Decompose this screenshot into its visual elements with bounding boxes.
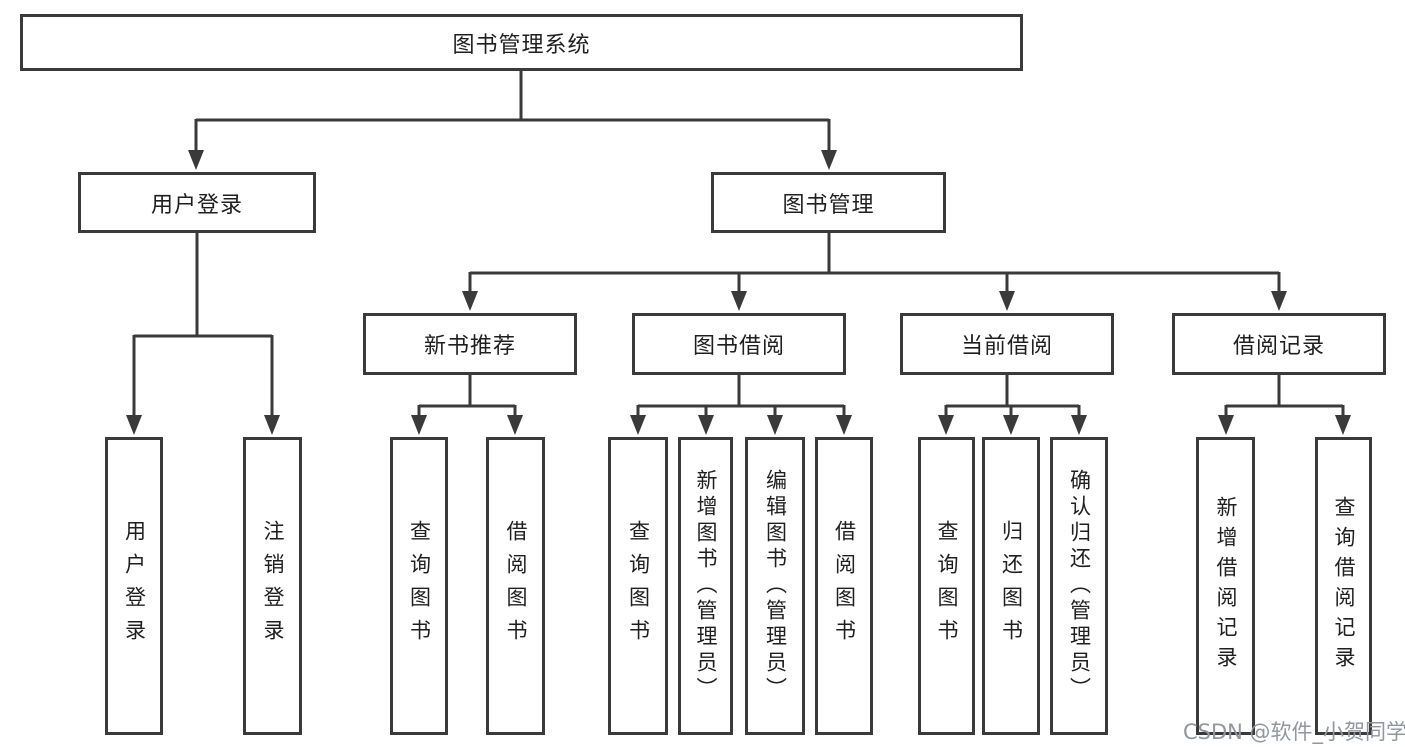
arrow-head — [1271, 291, 1287, 311]
leaf-label: 确认归还（管理员） — [1067, 469, 1092, 703]
leaf-query-borrow-record: 查询借阅记录 — [1315, 437, 1372, 735]
node-label: 图书管理系统 — [452, 32, 591, 58]
arrow-head — [126, 415, 142, 435]
watermark-text: CSDN @软件_小贺同学 — [1183, 720, 1405, 744]
arrow-head — [731, 291, 747, 311]
leaf-edit-book-admin: 编辑图书（管理员） — [745, 437, 805, 735]
leaf-label: 借阅图书 — [504, 520, 528, 652]
leaf-label: 新增借阅记录 — [1214, 496, 1238, 676]
arrow-head — [630, 415, 646, 435]
node-label: 新书推荐 — [423, 334, 516, 359]
leaf-query-book-3: 查询图书 — [918, 437, 975, 735]
arrow-head — [188, 150, 204, 170]
leaf-label: 新增图书（管理员） — [694, 469, 718, 703]
arrow-head — [767, 415, 783, 435]
leaf-add-book-admin: 新增图书（管理员） — [678, 437, 733, 735]
arrow-head — [1071, 415, 1087, 435]
leaf-label: 注销登录 — [261, 520, 285, 652]
leaf-label: 查询图书 — [626, 520, 651, 652]
node-book-borrow: 图书借阅 — [632, 313, 846, 375]
node-system-root: 图书管理系统 — [20, 14, 1023, 71]
leaf-label: 用户登录 — [122, 520, 147, 652]
leaf-label: 查询图书 — [935, 520, 959, 652]
node-label: 图书借阅 — [692, 334, 785, 359]
node-user-login: 用户登录 — [78, 172, 316, 233]
node-label: 借阅记录 — [1232, 334, 1325, 359]
leaf-borrow-book-2: 借阅图书 — [815, 437, 873, 735]
leaf-return-book: 归还图书 — [982, 437, 1040, 735]
node-current-borrow: 当前借阅 — [900, 313, 1114, 375]
arrow-head — [1003, 415, 1019, 435]
leaf-label: 借阅图书 — [832, 520, 857, 652]
arrow-head — [462, 291, 478, 311]
leaf-add-borrow-record: 新增借阅记录 — [1196, 437, 1255, 735]
leaf-user-login: 用户登录 — [105, 437, 163, 735]
arrow-head — [264, 415, 280, 435]
arrow-head — [698, 415, 714, 435]
leaf-label: 查询借阅记录 — [1332, 496, 1356, 676]
arrow-head — [411, 415, 427, 435]
node-label: 当前借阅 — [960, 334, 1053, 359]
node-book-management: 图书管理 — [711, 172, 946, 233]
arrow-head — [938, 415, 954, 435]
leaf-borrow-book-1: 借阅图书 — [486, 437, 545, 735]
leaf-label: 查询图书 — [407, 520, 432, 652]
arrow-head — [507, 415, 523, 435]
leaf-label: 归还图书 — [999, 520, 1024, 652]
leaf-query-book-1: 查询图书 — [390, 437, 448, 735]
node-new-book-recommend: 新书推荐 — [363, 313, 577, 375]
leaf-logout: 注销登录 — [243, 437, 302, 735]
node-label: 用户登录 — [150, 192, 243, 218]
node-borrow-record: 借阅记录 — [1172, 313, 1386, 375]
arrow-head — [1218, 415, 1234, 435]
arrow-head — [821, 150, 837, 170]
leaf-confirm-return-admin: 确认归还（管理员） — [1050, 437, 1108, 735]
arrow-head — [1335, 415, 1351, 435]
arrow-head — [836, 415, 852, 435]
leaf-label: 编辑图书（管理员） — [763, 469, 788, 703]
arrow-head — [999, 291, 1015, 311]
node-label: 图书管理 — [782, 192, 875, 218]
leaf-query-book-2: 查询图书 — [608, 437, 668, 735]
